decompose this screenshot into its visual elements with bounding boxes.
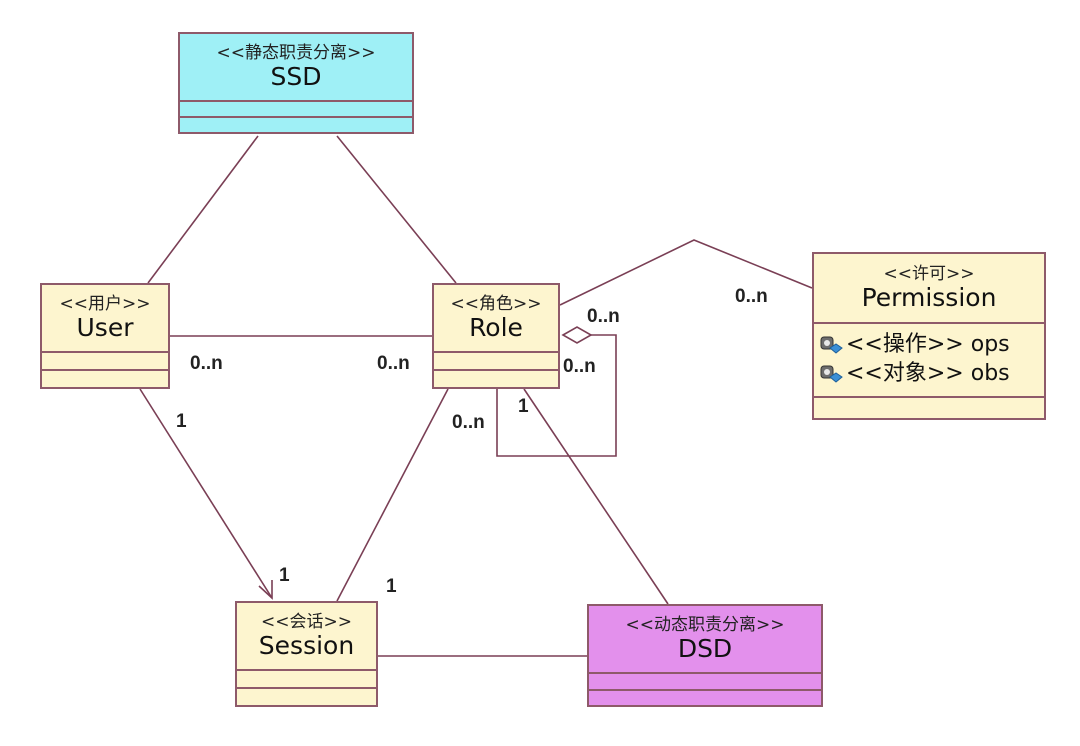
user-operations-compartment	[42, 371, 168, 387]
user-class[interactable]: <<用户>> User	[40, 283, 170, 389]
ssd-operations-compartment	[180, 118, 412, 132]
session-class-header: <<会话>> Session	[237, 603, 376, 671]
role-dsd-association	[523, 388, 669, 605]
dsd-operations-compartment	[589, 691, 821, 705]
multiplicity-label: 0..n	[587, 306, 620, 327]
dsd-attributes-compartment	[589, 674, 821, 691]
role-attributes-compartment	[434, 353, 558, 371]
session-class-name: Session	[258, 631, 355, 660]
dsd-stereotype: <<动态职责分离>>	[625, 615, 785, 635]
multiplicity-label: 1	[279, 565, 290, 586]
permission-attribute-ops-text: <<操作>> ops	[846, 332, 1010, 357]
permission-class-name: Permission	[861, 283, 997, 312]
attribute-icon	[820, 365, 843, 383]
role-class[interactable]: <<角色>> Role	[432, 283, 560, 389]
dsd-class-name: DSD	[677, 634, 733, 663]
permission-attributes-compartment: <<操作>> ops <<对象>> obs	[814, 324, 1044, 398]
ssd-user-association	[147, 135, 259, 284]
role-class-header: <<角色>> Role	[434, 285, 558, 353]
multiplicity-label: 1	[176, 411, 187, 432]
ssd-attributes-compartment	[180, 102, 412, 118]
dsd-class[interactable]: <<动态职责分离>> DSD	[587, 604, 823, 707]
session-class[interactable]: <<会话>> Session	[235, 601, 378, 707]
multiplicity-label: 0..n	[735, 286, 768, 307]
user-class-name: User	[76, 313, 134, 342]
aggregation-diamond	[561, 326, 593, 344]
dsd-class-header: <<动态职责分离>> DSD	[589, 606, 821, 674]
role-self-aggregation	[496, 334, 617, 457]
session-stereotype: <<会话>>	[261, 612, 352, 632]
permission-attribute-obs-text: <<对象>> obs	[846, 361, 1010, 386]
ssd-stereotype: <<静态职责分离>>	[216, 43, 376, 63]
role-operations-compartment	[434, 371, 558, 387]
role-session-association	[336, 388, 449, 602]
ssd-class-header: <<静态职责分离>> SSD	[180, 34, 412, 102]
multiplicity-label: 1	[386, 576, 397, 597]
multiplicity-label: 1	[518, 396, 529, 417]
ssd-class-name: SSD	[270, 62, 322, 91]
permission-attribute-ops[interactable]: <<操作>> ops	[814, 330, 1044, 359]
user-attributes-compartment	[42, 353, 168, 371]
navigation-arrowhead	[258, 580, 273, 600]
multiplicity-label: 0..n	[377, 353, 410, 374]
multiplicity-label: 0..n	[563, 356, 596, 377]
permission-class-header: <<许可>> Permission	[814, 254, 1044, 324]
user-stereotype: <<用户>>	[59, 294, 151, 314]
multiplicity-label: 0..n	[190, 353, 223, 374]
role-permission-association	[559, 239, 813, 306]
role-class-name: Role	[469, 313, 523, 342]
ssd-role-association	[336, 135, 457, 284]
permission-stereotype: <<许可>>	[883, 264, 975, 284]
session-operations-compartment	[237, 689, 376, 705]
attribute-icon	[820, 336, 843, 354]
multiplicity-label: 0..n	[452, 412, 485, 433]
permission-attribute-obs[interactable]: <<对象>> obs	[814, 359, 1044, 388]
role-stereotype: <<角色>>	[450, 294, 542, 314]
session-attributes-compartment	[237, 671, 376, 689]
permission-class[interactable]: <<许可>> Permission <<操作>> ops <<对象>> obs	[812, 252, 1046, 420]
user-session-navigable-association	[139, 388, 273, 599]
user-class-header: <<用户>> User	[42, 285, 168, 353]
permission-operations-compartment	[814, 398, 1044, 418]
ssd-class[interactable]: <<静态职责分离>> SSD	[178, 32, 414, 134]
